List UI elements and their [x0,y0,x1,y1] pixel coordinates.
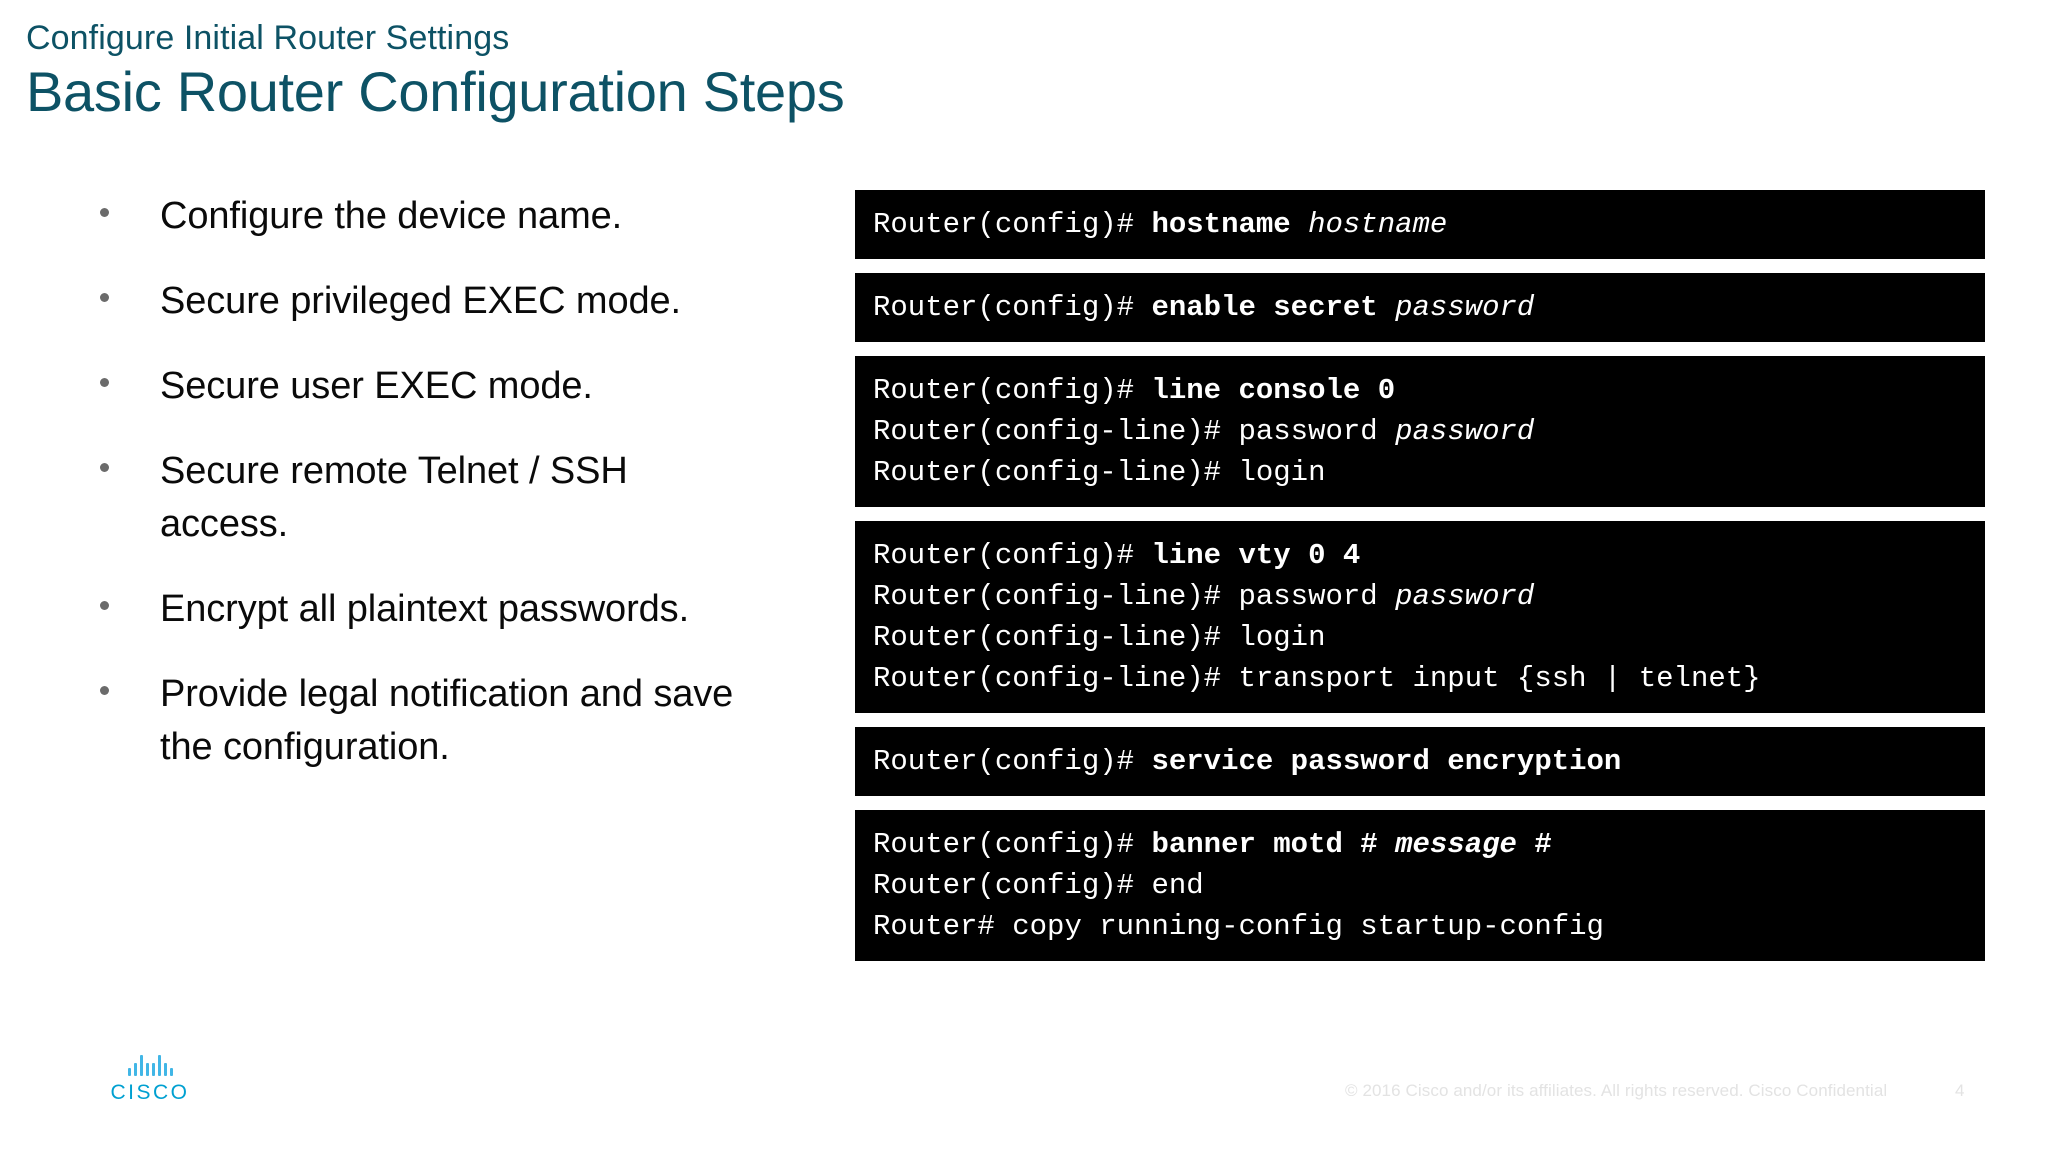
code-prompt: Router# [873,910,1013,943]
code-parameter: password [1395,291,1535,324]
code-prompt: Router(config-line)# [873,456,1239,489]
bullet-item: Secure remote Telnet / SSH access. [100,445,740,551]
bullet-label: Configure the device name. [160,195,623,237]
bullet-item: Provide legal notification and save the … [100,668,740,774]
code-prompt: Router(config-line)# [873,580,1239,613]
bullet-dot-icon [100,360,160,387]
code-command: line vty 0 4 [1151,539,1361,572]
slide-eyebrow: Configure Initial Router Settings [26,19,510,57]
code-line: Router(config)# line console 0 [873,370,1967,411]
code-plain: login [1238,456,1326,489]
code-command-suffix: # [1534,828,1552,861]
cisco-logo: CISCO [110,1052,190,1105]
bullet-dot [100,463,109,472]
code-command: service password encryption [1151,745,1622,778]
code-box: Router(config)# banner motd # message #R… [855,810,1985,961]
code-parameter: password [1395,415,1535,448]
bullet-dot [100,208,109,217]
code-line: Router(config-line)# login [873,452,1967,493]
code-plain: login [1238,621,1326,654]
code-prompt: Router(config)# [873,208,1152,241]
code-plain: copy running-config startup-config [1012,910,1604,943]
code-plain: password [1238,415,1396,448]
bullet-item: Secure privileged EXEC mode. [100,275,740,328]
code-command: enable secret [1151,291,1396,324]
code-line: Router# copy running-config startup-conf… [873,906,1967,947]
bullet-dot [100,686,109,695]
code-line: Router(config-line)# password password [873,411,1967,452]
code-line: Router(config)# service password encrypt… [873,741,1967,782]
code-command: line console 0 [1151,374,1396,407]
code-command: banner motd # [1151,828,1396,861]
code-prompt: Router(config-line)# [873,621,1239,654]
bullet-dot-icon [100,668,160,695]
code-command-parameter: message [1395,828,1535,861]
code-line: Router(config)# line vty 0 4 [873,535,1967,576]
bullet-label: Provide legal notification and save the … [160,673,734,768]
bullet-label: Encrypt all plaintext passwords. [160,588,690,630]
code-line: Router(config)# banner motd # message # [873,824,1967,865]
code-line: Router(config-line)# password password [873,576,1967,617]
code-prompt: Router(config)# [873,869,1152,902]
footer-page-number: 4 [1955,1081,1965,1100]
code-prompt: Router(config)# [873,374,1152,407]
bullet-dot-icon [100,190,160,217]
code-prompt: Router(config)# [873,745,1152,778]
bullet-dot-icon [100,583,160,610]
bullet-label: Secure user EXEC mode. [160,365,593,407]
code-line: Router(config-line)# login [873,617,1967,658]
cisco-wordmark: CISCO [110,1081,190,1104]
code-line: Router(config)# enable secret password [873,287,1967,328]
code-prompt: Router(config)# [873,291,1152,324]
bullet-label: Secure privileged EXEC mode. [160,280,682,322]
code-parameter: password [1395,580,1535,613]
bullet-dot [100,378,109,387]
bullet-item: Encrypt all plaintext passwords. [100,583,740,636]
code-box: Router(config)# enable secret password [855,273,1985,342]
code-prompt: Router(config)# [873,539,1152,572]
bullet-dot-icon [100,275,160,302]
code-line: Router(config-line)# transport input {ss… [873,658,1967,699]
code-plain: end [1151,869,1204,902]
code-plain: password [1238,580,1396,613]
code-prompt: Router(config-line)# [873,662,1239,695]
code-line: Router(config)# end [873,865,1967,906]
code-command: hostname [1151,208,1309,241]
code-box: Router(config)# hostname hostname [855,190,1985,259]
bullet-label: Secure remote Telnet / SSH access. [160,450,628,545]
bullet-dot-icon [100,445,160,472]
code-prompt: Router(config)# [873,828,1152,861]
bullet-dot [100,293,109,302]
bullet-list: Configure the device name. Secure privile… [100,190,740,806]
bullet-item: Secure user EXEC mode. [100,360,740,413]
code-prompt: Router(config-line)# [873,415,1239,448]
code-box: Router(config)# service password encrypt… [855,727,1985,796]
code-line: Router(config)# hostname hostname [873,204,1967,245]
title-block: Configure Initial Router Settings Basic … [26,18,1426,124]
code-parameter: hostname [1308,208,1448,241]
footer-copyright: © 2016 Cisco and/or its affiliates. All … [1345,1081,1888,1100]
bullet-dot [100,601,109,610]
page-title: Basic Router Configuration Steps [26,60,845,123]
bullet-item: Configure the device name. [100,190,740,243]
cisco-bridge-icon [110,1052,190,1076]
code-plain: transport input {ssh | telnet} [1238,662,1761,695]
